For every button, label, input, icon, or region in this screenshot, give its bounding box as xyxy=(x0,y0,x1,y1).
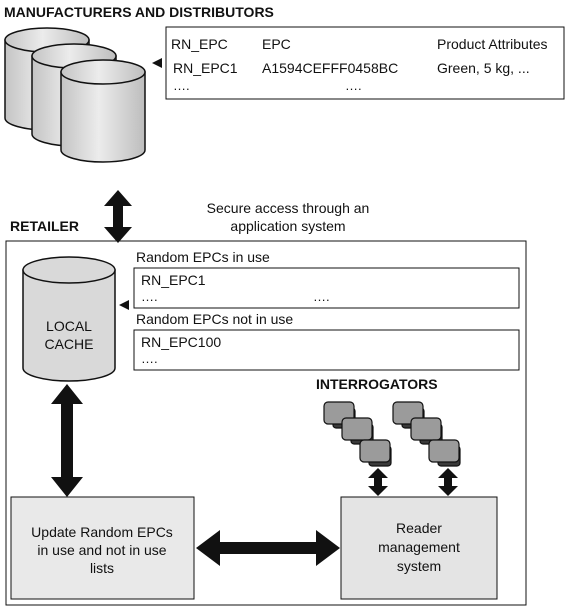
double-arrow-icon xyxy=(196,530,340,566)
not-in-use-item: RN_EPC100 xyxy=(141,334,221,350)
in-use-list xyxy=(133,267,520,309)
double-arrow-icon xyxy=(368,468,388,496)
pointer-arrow-icon xyxy=(152,58,162,68)
not-in-use-list xyxy=(133,329,520,371)
local-cache-label: CACHE xyxy=(44,336,93,352)
table-cell-epc: A1594CEFFF0458BC xyxy=(262,60,398,76)
local-cache-label: LOCAL xyxy=(46,318,92,334)
database-cylinders xyxy=(4,27,146,163)
secure-access-note: Secure access through an xyxy=(207,200,370,216)
retailer-frame xyxy=(5,240,527,606)
manufacturers-table xyxy=(165,26,565,100)
in-use-item: RN_EPC1 xyxy=(141,272,206,288)
retailer-heading: RETAILER xyxy=(10,218,79,234)
reader-icon xyxy=(341,417,374,445)
update-lists-label: in use and not in use xyxy=(37,542,166,558)
list-ellipsis: …. xyxy=(141,289,158,304)
table-header-rn-epc: RN_EPC xyxy=(171,36,228,52)
local-cache: LOCAL CACHE xyxy=(22,256,116,382)
update-lists-label: lists xyxy=(90,560,114,576)
interrogators xyxy=(323,401,461,467)
reader-management-label: Reader xyxy=(396,520,442,536)
double-arrow-icon xyxy=(438,468,458,496)
in-use-title: Random EPCs in use xyxy=(136,249,270,265)
reader-management-box xyxy=(340,496,498,600)
reader-icon xyxy=(428,439,461,467)
table-ellipsis: …. xyxy=(345,78,362,93)
reader-icon xyxy=(359,439,392,467)
not-in-use-title: Random EPCs not in use xyxy=(136,311,293,327)
interrogators-label: INTERROGATORS xyxy=(316,376,438,392)
table-cell-rn-epc: RN_EPC1 xyxy=(173,60,238,76)
reader-management-label: management xyxy=(378,539,460,555)
pointer-arrow-icon xyxy=(119,300,129,310)
double-arrow-icon xyxy=(104,190,132,243)
table-header-product-attributes: Product Attributes xyxy=(437,36,548,52)
secure-access-note: application system xyxy=(230,218,345,234)
list-ellipsis: …. xyxy=(313,289,330,304)
table-cell-attributes: Green, 5 kg, ... xyxy=(437,60,530,76)
table-ellipsis: …. xyxy=(173,78,190,93)
double-arrow-icon xyxy=(51,384,83,497)
database-icon xyxy=(60,59,146,163)
list-ellipsis: …. xyxy=(141,351,158,366)
reader-management-label: system xyxy=(397,558,441,574)
table-header-epc: EPC xyxy=(262,36,291,52)
update-lists-box xyxy=(10,496,195,600)
update-lists-label: Update Random EPCs xyxy=(31,524,173,540)
manufacturers-heading: MANUFACTURERS AND DISTRIBUTORS xyxy=(4,4,274,20)
